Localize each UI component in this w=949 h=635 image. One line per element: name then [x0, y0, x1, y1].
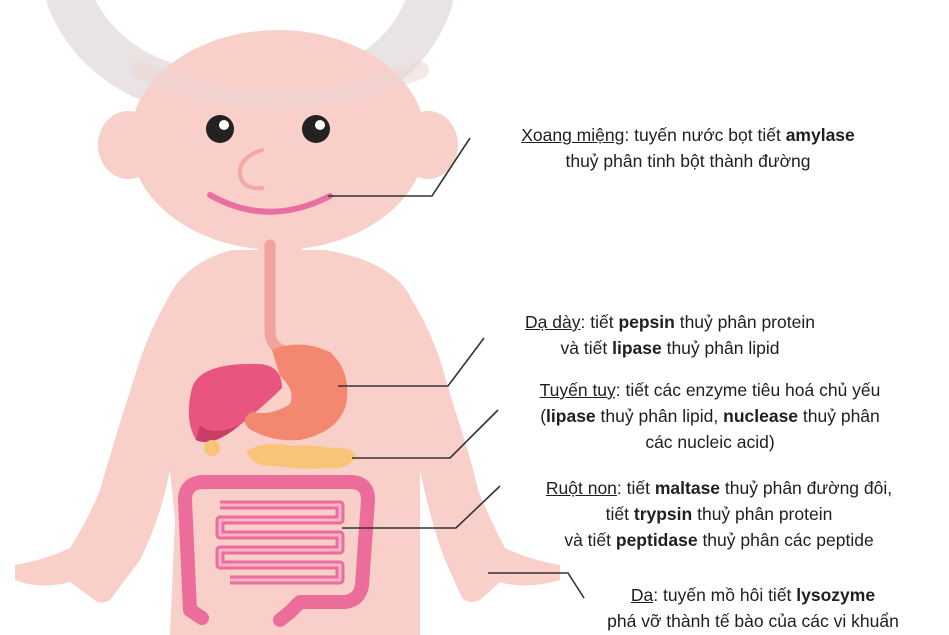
- term-small-intestine: Ruột non: [546, 478, 617, 498]
- enzyme-nuclease: nuclease: [723, 406, 798, 426]
- si-text-4: thuỷ phân protein: [692, 504, 832, 524]
- stomach-text-3: và tiết: [561, 338, 613, 358]
- enzyme-lipase-pancreas: lipase: [546, 406, 596, 426]
- label-small-intestine-line3: và tiết peptidase thuỷ phân các peptide: [492, 527, 946, 553]
- label-skin-line1: Da: tuyến mồ hôi tiết lysozyme: [560, 582, 946, 608]
- label-pancreas-line3: các nucleic acid): [490, 429, 930, 455]
- right-eye: [302, 115, 330, 143]
- enzyme-maltase: maltase: [655, 478, 720, 498]
- term-mouth: Xoang miệng: [521, 125, 624, 145]
- label-stomach: Dạ dày: tiết pepsin thuỷ phân protein và…: [480, 309, 860, 361]
- label-pancreas-line1: Tuyến tuỵ: tiết các enzyme tiêu hoá chủ …: [490, 377, 930, 403]
- si-text-3: tiết: [606, 504, 634, 524]
- label-skin: Da: tuyến mồ hôi tiết lysozyme phá vỡ th…: [560, 582, 946, 634]
- mouth-text-1: : tuyến nước bọt tiết: [624, 125, 785, 145]
- label-stomach-line2: và tiết lipase thuỷ phân lipid: [480, 335, 860, 361]
- stomach-text-4: thuỷ phân lipid: [662, 338, 780, 358]
- term-skin: Da: [631, 585, 653, 605]
- left-eye: [206, 115, 234, 143]
- pancreas-text-4: thuỷ phân: [798, 406, 880, 426]
- term-stomach: Dạ dày: [525, 312, 580, 332]
- stomach-text-1: : tiết: [581, 312, 619, 332]
- si-text-5: và tiết: [564, 530, 616, 550]
- enzyme-lipase-stomach: lipase: [612, 338, 662, 358]
- enzyme-peptidase: peptidase: [616, 530, 698, 550]
- enzyme-trypsin: trypsin: [634, 504, 692, 524]
- label-stomach-line1: Dạ dày: tiết pepsin thuỷ phân protein: [480, 309, 860, 335]
- enzyme-pepsin: pepsin: [618, 312, 674, 332]
- label-pancreas: Tuyến tuỵ: tiết các enzyme tiêu hoá chủ …: [490, 377, 930, 455]
- si-text-6: thuỷ phân các peptide: [698, 530, 874, 550]
- label-mouth: Xoang miệng: tuyến nước bọt tiết amylase…: [478, 122, 898, 174]
- enzyme-amylase: amylase: [786, 125, 855, 145]
- stomach-text-2: thuỷ phân protein: [675, 312, 815, 332]
- label-mouth-line1: Xoang miệng: tuyến nước bọt tiết amylase: [478, 122, 898, 148]
- label-small-intestine: Ruột non: tiết maltase thuỷ phân đường đ…: [492, 475, 946, 553]
- si-text-2: thuỷ phân đường đôi,: [720, 478, 892, 498]
- label-skin-line2: phá vỡ thành tế bào của các vi khuẩn: [560, 608, 946, 634]
- label-small-intestine-line1: Ruột non: tiết maltase thuỷ phân đường đ…: [492, 475, 946, 501]
- pancreas-text-1: : tiết các enzyme tiêu hoá chủ yếu: [616, 380, 881, 400]
- label-pancreas-line2: (lipase thuỷ phân lipid, nuclease thuỷ p…: [490, 403, 930, 429]
- term-pancreas: Tuyến tuỵ: [540, 380, 616, 400]
- pancreas-text-3: thuỷ phân lipid,: [596, 406, 723, 426]
- label-small-intestine-line2: tiết trypsin thuỷ phân protein: [492, 501, 946, 527]
- body-silhouette: [15, 30, 560, 635]
- skin-text-1: : tuyến mồ hôi tiết: [653, 585, 796, 605]
- si-text-1: : tiết: [617, 478, 655, 498]
- enzyme-lysozyme: lysozyme: [796, 585, 875, 605]
- label-mouth-line2: thuỷ phân tinh bột thành đường: [478, 148, 898, 174]
